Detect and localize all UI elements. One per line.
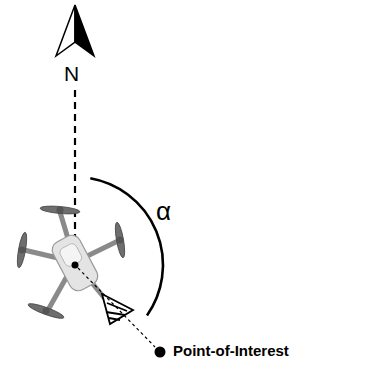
angle-label: α [156,197,171,226]
north-arrow [56,5,94,56]
drone-symbol [15,205,126,321]
line-of-sight [78,268,155,347]
north-label: N [64,62,79,85]
point-of-interest-dot [155,347,166,358]
point-of-interest-label: Point-of-Interest [173,343,289,360]
